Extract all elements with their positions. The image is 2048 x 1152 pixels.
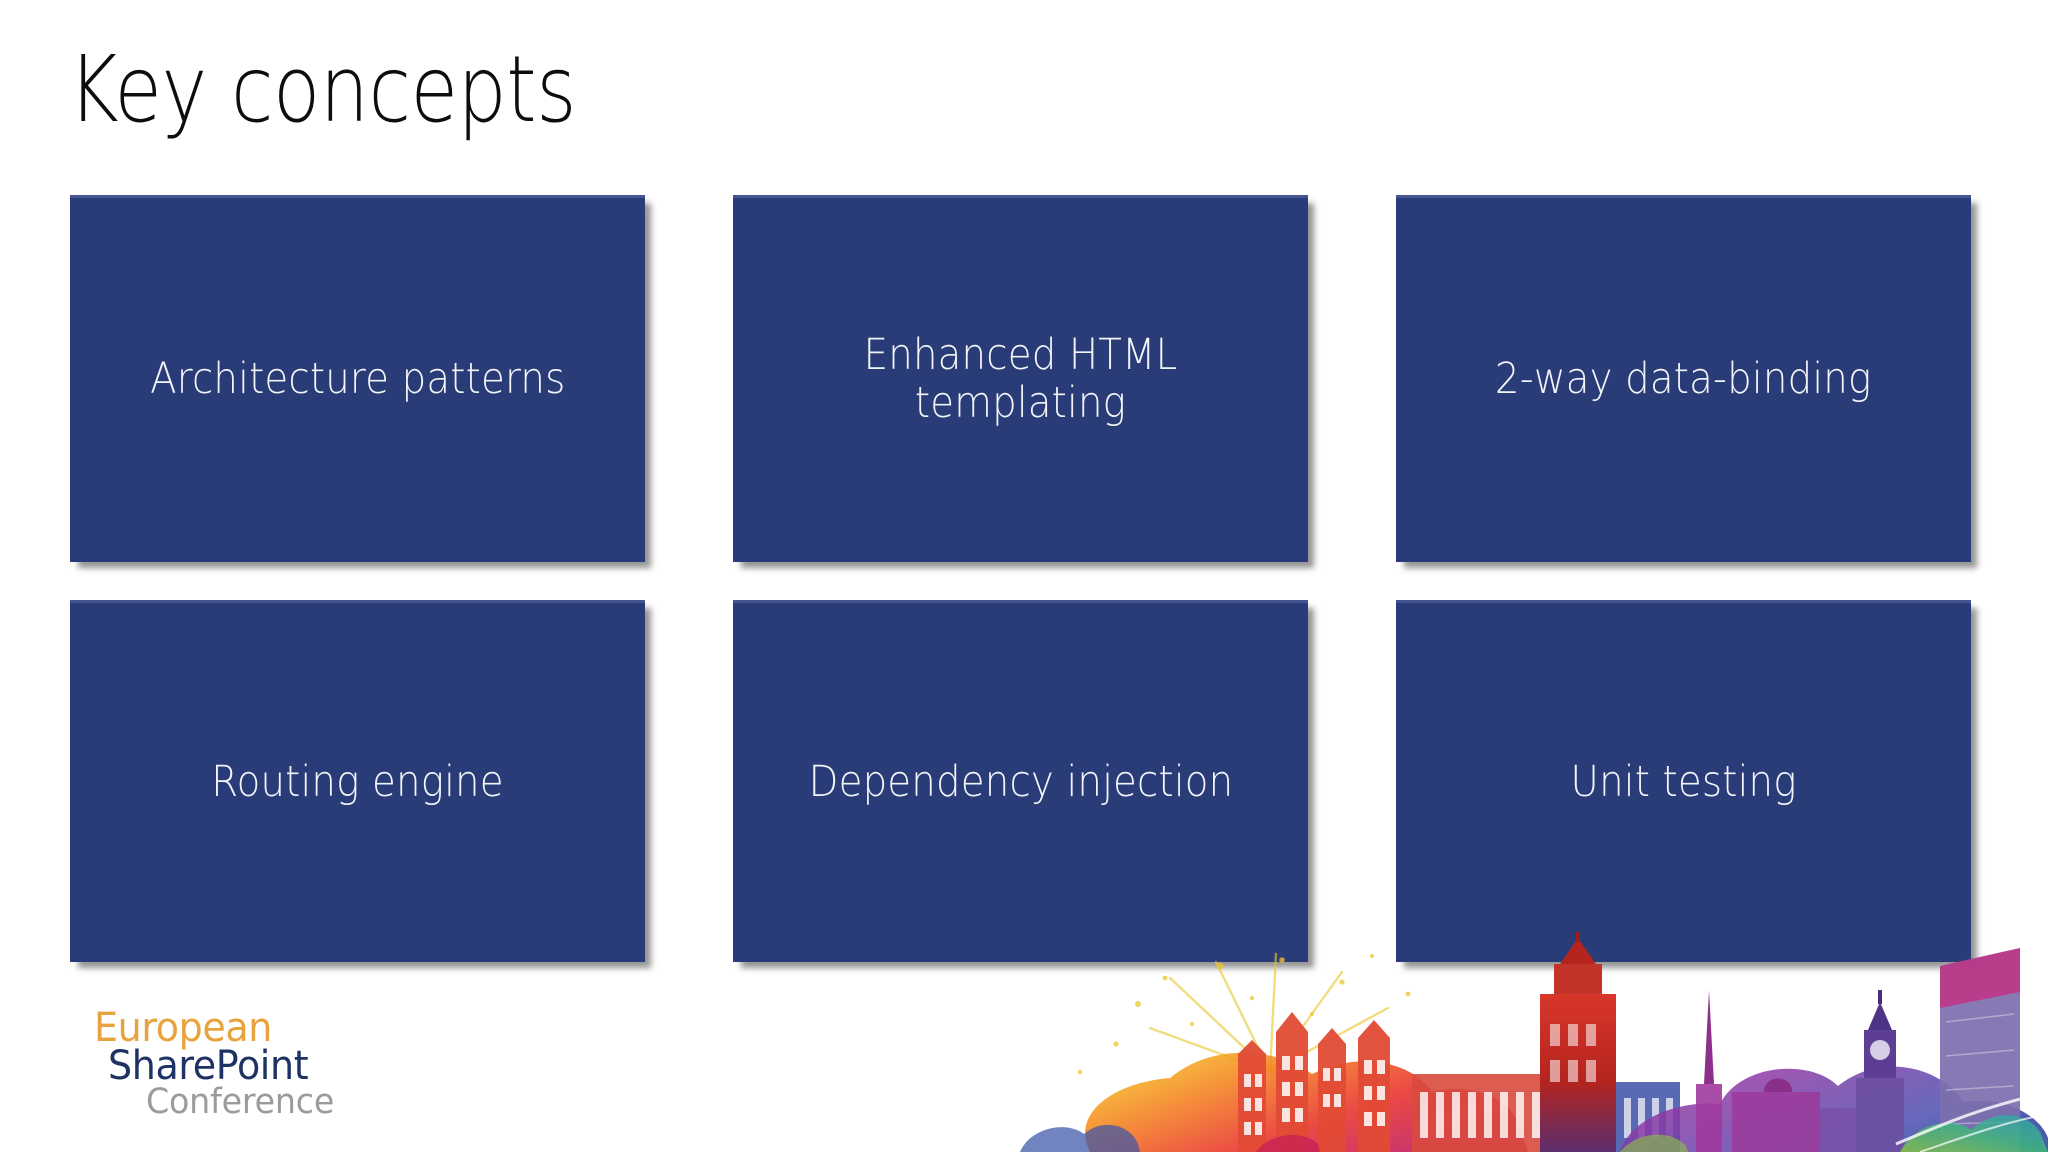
concept-label: Routing engine [211, 757, 504, 808]
concept-label: 2-way data-binding [1495, 353, 1872, 404]
page-title: Key concepts [68, 36, 577, 143]
concept-label: Enhanced HTML templating [863, 329, 1178, 428]
conference-logo: European SharePoint Conference [40, 1008, 334, 1120]
logo-line-conference: Conference [146, 1082, 335, 1122]
logo-line-european: European [94, 1005, 272, 1051]
logo-line-sharepoint: SharePoint [108, 1043, 309, 1089]
concept-box-dependency-injection[interactable]: Dependency injection [733, 600, 1308, 962]
concept-box-2-way-data-binding[interactable]: 2-way data-binding [1396, 195, 1971, 562]
skyline-artwork [1020, 932, 2048, 1152]
concept-label: Unit testing [1570, 757, 1797, 808]
concept-box-architecture-patterns[interactable]: Architecture patterns [70, 195, 645, 562]
concept-box-unit-testing[interactable]: Unit testing [1396, 600, 1971, 962]
concept-box-enhanced-html-templating[interactable]: Enhanced HTML templating [733, 195, 1308, 562]
logo-wordmark: European SharePoint Conference [68, 1005, 335, 1122]
concept-grid: Architecture patterns Enhanced HTML temp… [70, 195, 1972, 962]
concept-label: Dependency injection [808, 757, 1233, 808]
concept-box-routing-engine[interactable]: Routing engine [70, 600, 645, 962]
concept-label: Architecture patterns [149, 353, 566, 404]
